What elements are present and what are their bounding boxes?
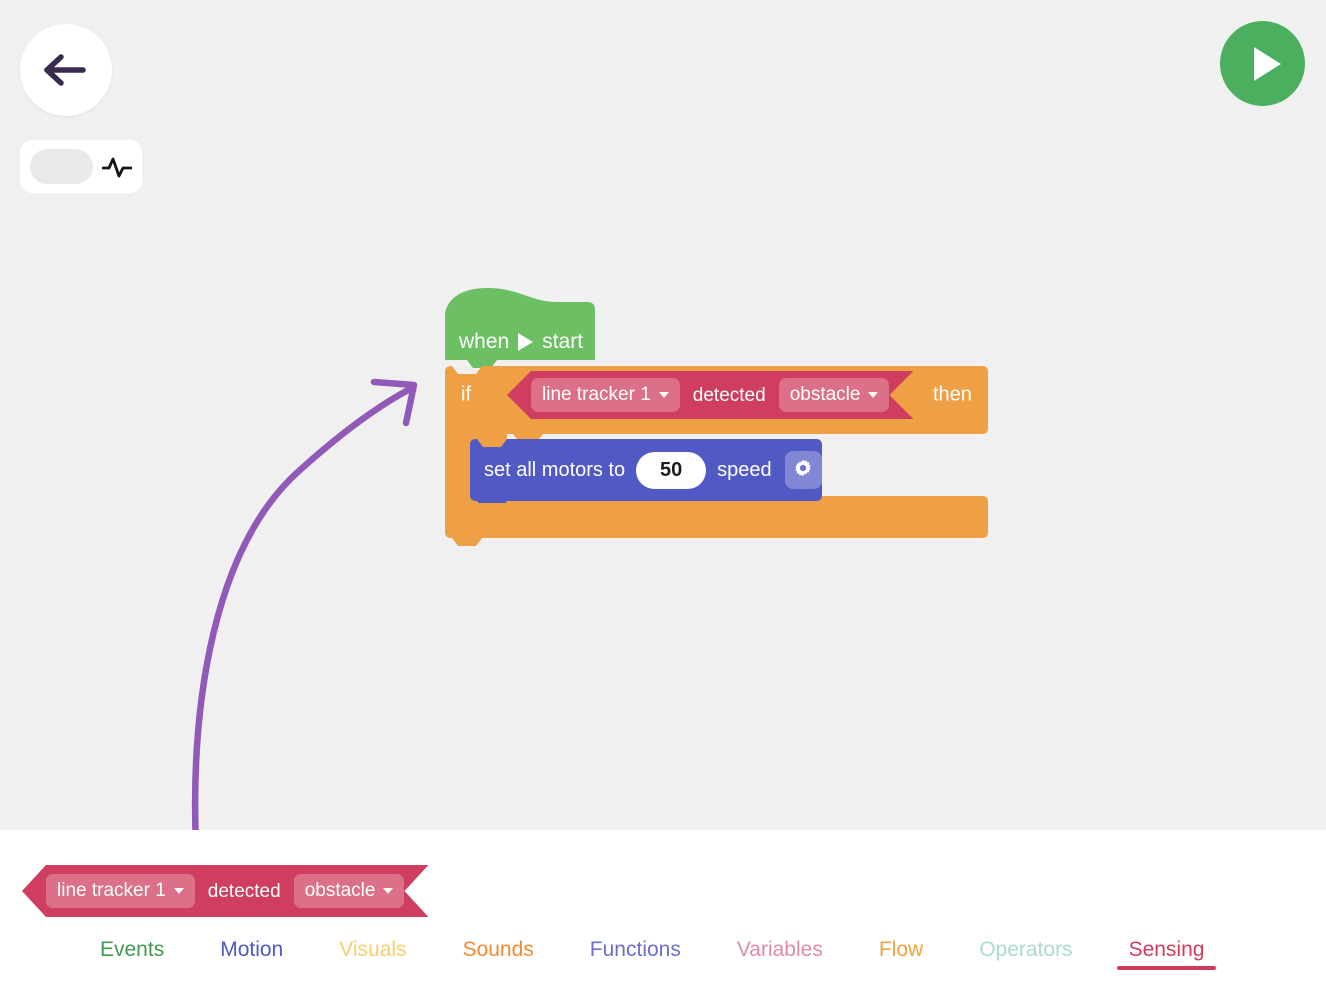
play-icon [1253, 46, 1281, 81]
tab-events[interactable]: Events [100, 938, 164, 976]
back-button[interactable] [20, 24, 112, 116]
palette-target-dropdown[interactable]: obstacle [294, 874, 405, 908]
motor-suffix-label: speed [717, 458, 772, 481]
palette-target-label: obstacle [304, 880, 376, 901]
tab-sounds-label: Sounds [462, 938, 534, 961]
if-header-row: if line tracker 1 detected obstacle then [445, 366, 990, 424]
chevron-down-icon [659, 392, 669, 398]
palette-block-list[interactable]: line tracker 1 detected obstacle [22, 865, 428, 917]
label-start: start [542, 330, 584, 353]
pulse-icon [102, 152, 132, 182]
tab-sensing-active-underline [1116, 966, 1217, 970]
tab-events-label: Events [100, 938, 165, 961]
chevron-down-icon [383, 888, 393, 894]
palette-sensor-label: line tracker 1 [57, 880, 166, 901]
palette-block-detected[interactable]: line tracker 1 detected obstacle [22, 865, 428, 917]
label-then: then [933, 383, 972, 406]
block-condition-detected[interactable]: line tracker 1 detected obstacle [507, 371, 913, 419]
when-start-label: when start [459, 330, 583, 354]
arrow-left-icon [44, 54, 86, 86]
palette-sensor-dropdown[interactable]: line tracker 1 [46, 874, 195, 908]
script-stack[interactable]: when start if line tracker 1 [445, 288, 990, 546]
palette-middle-label: detected [207, 880, 281, 902]
category-tabs[interactable]: Events Motion Visuals Sounds Functions V… [0, 938, 1326, 996]
motor-block-content: set all motors to 50 speed [470, 439, 822, 501]
condition-middle-label: detected [692, 384, 766, 406]
toggle-pill[interactable] [30, 149, 93, 184]
tab-sensing-label: Sensing [1128, 938, 1205, 961]
sensor-dropdown-label: line tracker 1 [542, 384, 651, 405]
gear-icon[interactable] [784, 451, 822, 489]
tab-functions[interactable]: Functions [590, 938, 681, 976]
target-dropdown-label: obstacle [789, 384, 861, 405]
monitor-toggle[interactable] [20, 140, 142, 193]
chevron-down-icon [174, 888, 184, 894]
tab-operators[interactable]: Operators [979, 938, 1072, 976]
tab-sensing[interactable]: Sensing [1116, 938, 1217, 976]
tab-sounds[interactable]: Sounds [463, 938, 534, 976]
block-when-start[interactable]: when start [445, 288, 595, 368]
gear-glyph [795, 459, 812, 477]
tab-flow[interactable]: Flow [879, 938, 923, 976]
tab-flow-label: Flow [878, 938, 924, 961]
tab-visuals[interactable]: Visuals [339, 938, 406, 976]
tab-functions-label: Functions [589, 938, 681, 961]
label-if: if [461, 383, 471, 406]
tab-variables-label: Variables [736, 938, 823, 961]
tab-visuals-label: Visuals [339, 938, 407, 961]
target-dropdown[interactable]: obstacle [779, 378, 890, 412]
speed-input[interactable]: 50 [636, 451, 707, 489]
motor-prefix-label: set all motors to [484, 458, 626, 481]
block-set-all-motors[interactable]: set all motors to 50 speed [470, 439, 822, 503]
tab-motion[interactable]: Motion [220, 938, 283, 976]
play-triangle-icon [518, 333, 534, 351]
block-if-then[interactable]: if line tracker 1 detected obstacle then [445, 366, 990, 546]
run-button[interactable] [1220, 21, 1305, 106]
tab-motion-label: Motion [220, 938, 284, 961]
tab-operators-label: Operators [979, 938, 1073, 961]
label-when: when [459, 330, 510, 353]
palette-panel[interactable]: line tracker 1 detected obstacle Events … [0, 830, 1326, 996]
sensor-dropdown[interactable]: line tracker 1 [531, 378, 680, 412]
tab-variables[interactable]: Variables [737, 938, 823, 976]
chevron-down-icon [868, 392, 878, 398]
